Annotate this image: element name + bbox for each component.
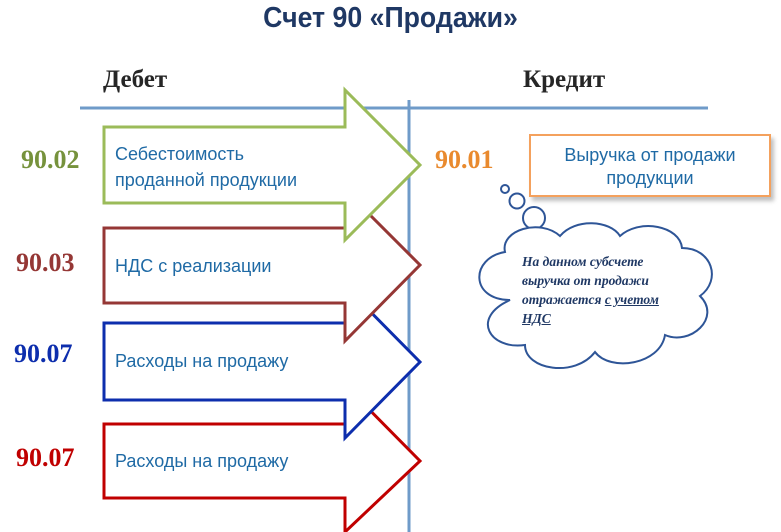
cloud-note-line3-underlined: с учетом [604,292,659,307]
cloud-note: На данном субсчете выручка от продажи от… [522,252,697,328]
cloud-note-line2: выручка от продажи [522,273,649,288]
thought-cloud [478,184,713,369]
arrow-label-90-02-line2: проданной продукции [115,170,298,190]
cloud-note-line1: На данном субсчете [522,254,644,269]
arrow-label-90-07-blue: Расходы на продажу [115,351,289,371]
arrow-label-90-02: Себестоимость проданной продукции [115,141,297,193]
code-90-01: 90.01 [435,145,494,174]
debit-header: Дебет [103,66,168,93]
credit-box-line2: продукции [606,168,694,188]
cloud-note-line3-plain: отражается [522,292,605,307]
code-90-02: 90.02 [21,145,80,174]
arrow-90-02 [102,86,423,244]
credit-box-line1: Выручка от продажи [564,145,736,165]
arrow-label-90-02-line1: Себестоимость [115,144,245,164]
credit-box: Выручка от продажи продукции [529,134,771,197]
arrow-label-90-03: НДС с реализации [115,256,272,276]
code-90-03: 90.03 [16,248,75,277]
arrow-label-90-07-red: Расходы на продажу [115,451,289,471]
credit-header: Кредит [523,66,606,93]
page-title: Счет 90 «Продажи» [263,2,518,34]
code-90-07-red: 90.07 [16,443,75,472]
cloud-note-line4: НДС [522,311,551,326]
cloud-note-line3: отражается с учетом [522,290,697,309]
code-90-07-blue: 90.07 [14,339,73,368]
